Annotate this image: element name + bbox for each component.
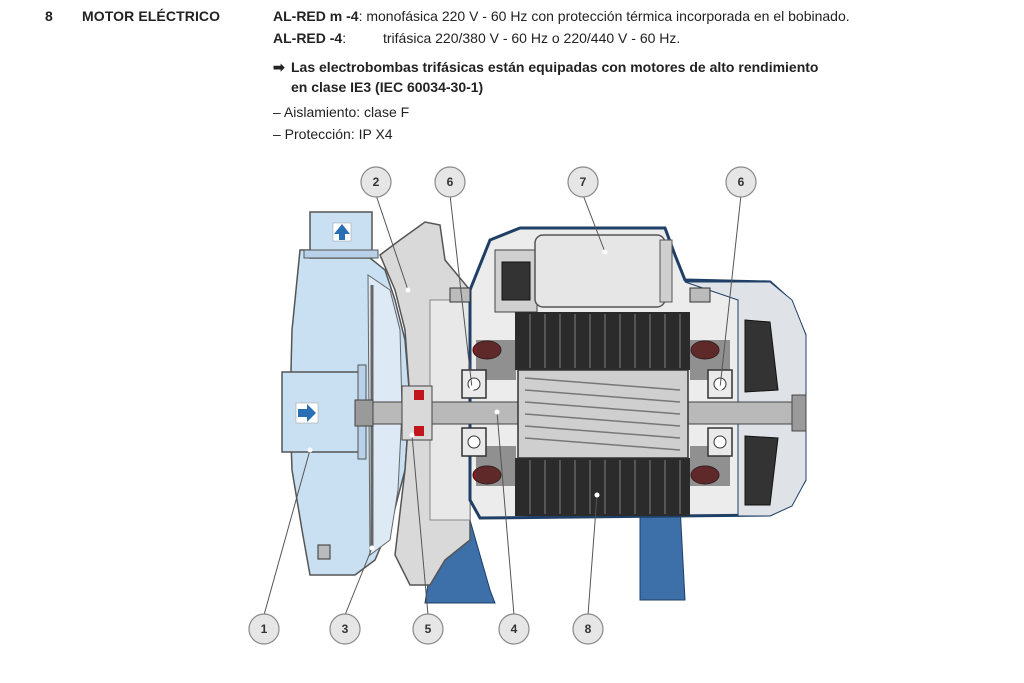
mechanical-seal — [401, 385, 433, 441]
callout-4: 4 — [498, 613, 530, 645]
section-title: MOTOR ELÉCTRICO — [82, 8, 221, 24]
insulation-bullet: – Aislamiento: clase F — [273, 104, 410, 120]
efficiency-note: ➡ Las electrobombas trifásicas están equi… — [273, 57, 953, 97]
callout-label: 8 — [585, 622, 592, 636]
motor-base-foot — [639, 504, 686, 601]
note-line-1: Las electrobombas trifásicas están equip… — [291, 59, 819, 75]
model-line-three-phase: AL-RED -4: trifásica 220/380 V - 60 Hz o… — [273, 30, 680, 46]
arrow-up-icon — [334, 224, 350, 240]
note-line-2: en clase IE3 (IEC 60034-30-1) — [291, 79, 484, 95]
outlet-flange — [303, 249, 379, 259]
callout-label: 5 — [425, 622, 432, 636]
arrow-right-icon: ➡ — [273, 59, 285, 75]
callout-7: 7 — [567, 166, 599, 198]
callout-label: 3 — [342, 622, 349, 636]
callout-label: 4 — [511, 622, 518, 636]
capacitor — [534, 234, 666, 308]
callout-label: 2 — [373, 175, 380, 189]
callout-label: 6 — [447, 175, 454, 189]
cooling-fan — [744, 319, 779, 506]
arrow-right-flow-icon — [298, 404, 316, 422]
model-name: AL-RED m -4 — [273, 8, 359, 24]
callout-label: 1 — [261, 622, 268, 636]
protection-bullet: – Protección: IP X4 — [273, 126, 393, 142]
stator-bottom — [515, 458, 690, 516]
section-number: 8 — [45, 8, 53, 24]
rotor — [517, 369, 689, 459]
callout-6-right: 6 — [725, 166, 757, 198]
model-name: AL-RED -4 — [273, 30, 343, 46]
callout-1: 1 — [248, 613, 280, 645]
model-line-single-phase: AL-RED m -4: monofásica 220 V - 60 Hz co… — [273, 8, 850, 24]
model-description: trifásica 220/380 V - 60 Hz o 220/440 V … — [383, 30, 681, 46]
callout-3: 3 — [329, 613, 361, 645]
model-separator: : — [358, 8, 363, 24]
callout-2: 2 — [360, 166, 392, 198]
callout-label: 6 — [738, 175, 745, 189]
model-separator: : — [342, 30, 347, 46]
callout-6-left: 6 — [434, 166, 466, 198]
inlet-neck — [281, 371, 361, 453]
callout-5: 5 — [412, 613, 444, 645]
callout-label: 7 — [580, 175, 587, 189]
callout-8: 8 — [572, 613, 604, 645]
model-description: monofásica 220 V - 60 Hz con protección … — [366, 8, 850, 24]
stator-top — [515, 312, 690, 370]
